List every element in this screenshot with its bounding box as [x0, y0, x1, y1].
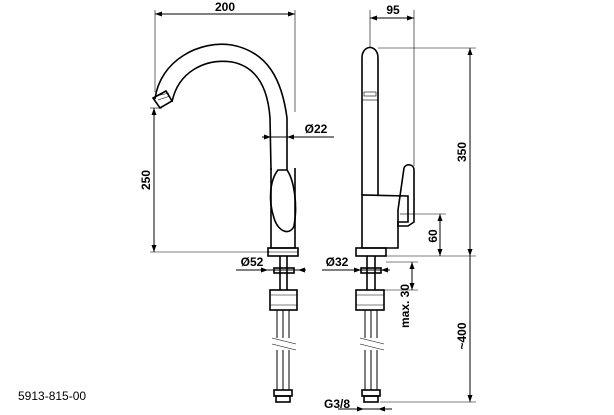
dim-lever-height: 60	[426, 229, 440, 243]
dim-mount-diameter: Ø32	[326, 255, 349, 269]
dim-depth: 95	[386, 3, 400, 17]
side-lever	[397, 164, 415, 227]
spout-column	[361, 46, 379, 195]
dim-hose-length: ~400	[455, 322, 469, 349]
dim-connection-thread: G3/8	[324, 397, 350, 411]
dim-spout-height: 250	[139, 170, 153, 190]
spout-outline	[154, 43, 288, 170]
side-view: 95 350 60 Ø32 max. 30 ~400	[322, 3, 476, 412]
dim-total-height: 350	[455, 142, 469, 162]
front-view: 200 250 Ø22 Ø52	[139, 0, 334, 403]
side-body	[361, 194, 409, 249]
dim-spout-reach: 200	[215, 0, 235, 14]
dim-base-diameter: Ø52	[241, 255, 264, 269]
dim-max-thickness: max. 30	[398, 284, 412, 328]
product-code: 5913-815-00	[18, 389, 86, 403]
aerator	[151, 89, 174, 110]
dim-spout-diameter: Ø22	[305, 122, 328, 136]
spout-inner-outline	[171, 60, 272, 171]
tap-lever	[269, 169, 297, 233]
